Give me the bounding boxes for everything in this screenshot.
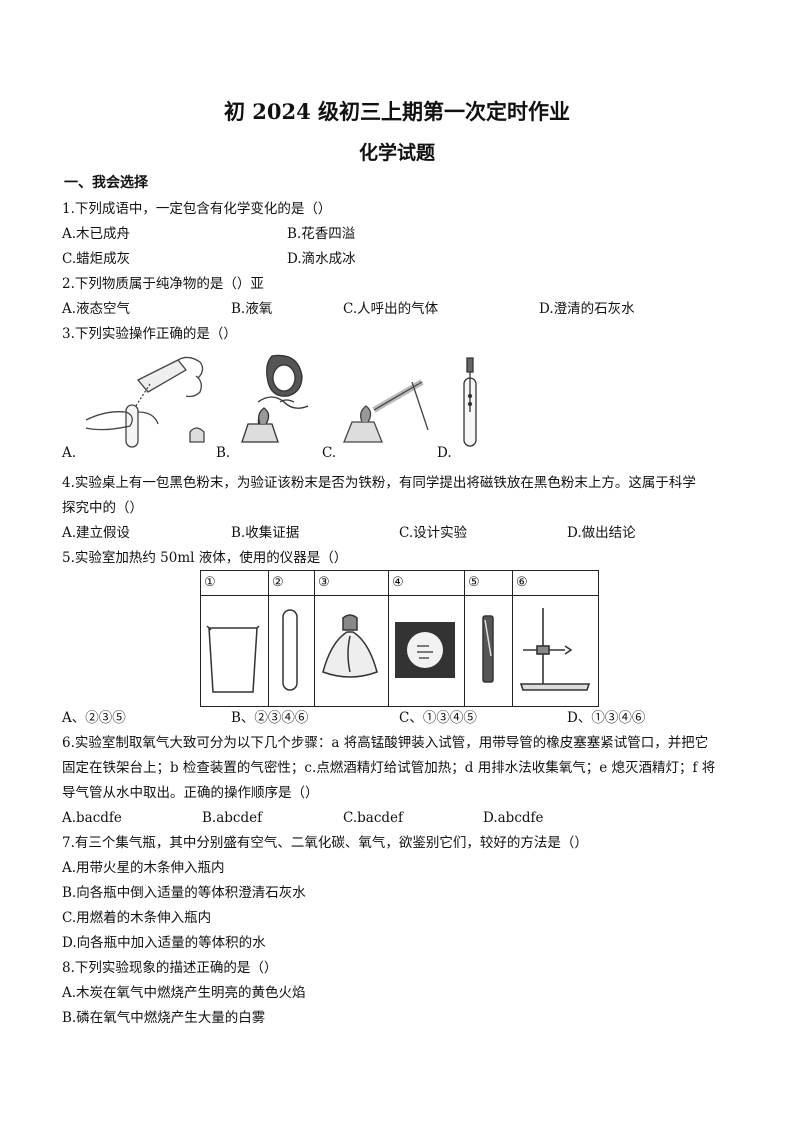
q3-option-c: C.	[322, 445, 337, 461]
q7-option-a: A.用带火星的木条伸入瓶内	[62, 860, 225, 876]
apparatus-number: ②	[268, 570, 315, 596]
apparatus-number: ⑤	[464, 570, 513, 596]
q4-stem-line-1: 4.实验桌上有一包黑色粉末，为验证该粉末是否为铁粉，有同学提出将磁铁放在黑色粉末…	[62, 475, 696, 491]
q7-option-b: B.向各瓶中倒入适量的等体积澄清石灰水	[62, 885, 306, 901]
q5-option-b: B、②③④⑥	[231, 710, 309, 726]
alcohol-lamp-cell	[314, 595, 389, 707]
q4-option-a: A.建立假设	[62, 525, 131, 541]
q1-option-b: B.花香四溢	[287, 226, 356, 242]
beaker-cell	[200, 595, 269, 707]
asbestos-gauze-cell	[388, 595, 465, 707]
q6-option-a: A.bacdfe	[62, 810, 122, 826]
exam-subtitle: 化学试题	[358, 142, 435, 164]
q5-stem: 5.实验室加热约 50ml 液体，使用的仪器是（）	[62, 550, 348, 566]
section-heading: 一、我会选择	[64, 175, 148, 191]
q3-option-b: B.	[216, 445, 231, 461]
alcohol-lamp-icon	[322, 614, 378, 678]
q4-option-b: B.收集证据	[231, 525, 300, 541]
heating-test-tube-illustration	[343, 379, 429, 443]
smelling-gas-illustration	[241, 354, 309, 443]
q2-option-a: A.液态空气	[62, 301, 131, 317]
q6-stem-line-3: 导气管从水中取出。正确的操作顺序是（）	[62, 785, 319, 801]
q6-stem-line-1: 6.实验室制取氧气大致可分为以下几个步骤：a 将高锰酸钾装入试管，用带导管的橡皮…	[62, 735, 709, 751]
iron-stand-cell	[512, 595, 599, 707]
test-tube-holder-icon	[482, 615, 494, 683]
q8-stem: 8.下列实验现象的描述正确的是（）	[62, 960, 278, 976]
exam-title: 初 2024 级初三上期第一次定时作业	[223, 99, 571, 124]
beaker-icon	[206, 625, 260, 693]
q6-option-c: C.bacdef	[343, 810, 404, 826]
q5-option-c: C、①③④⑤	[399, 710, 477, 726]
apparatus-number: ④	[388, 570, 465, 596]
q3-stem: 3.下列实验操作正确的是（）	[62, 326, 237, 342]
q8-option-a: A.木炭在氧气中燃烧产生明亮的黄色火焰	[62, 985, 306, 1001]
pouring-liquid-illustration	[85, 356, 205, 448]
dropper-in-test-tube-illustration	[463, 357, 477, 447]
q7-stem: 7.有三个集气瓶，其中分别盛有空气、二氧化碳、氧气，欲鉴别它们，较好的方法是（）	[62, 835, 588, 851]
q6-option-d: D.abcdfe	[483, 810, 544, 826]
test-tube-cell	[268, 595, 315, 707]
q4-stem-line-2: 探究中的（）	[62, 500, 143, 516]
q1-stem: 1.下列成语中，一定包含有化学变化的是（）	[62, 201, 332, 217]
q2-option-c: C.人呼出的气体	[343, 301, 439, 317]
q6-stem-line-2: 固定在铁架台上；b 检查装置的气密性；c.点燃酒精灯给试管加热；d 用排水法收集…	[62, 760, 716, 776]
apparatus-number: ③	[314, 570, 389, 596]
asbestos-gauze-icon	[395, 622, 455, 678]
q1-option-a: A.木已成舟	[62, 226, 131, 242]
q6-option-b: B.abcdef	[202, 810, 263, 826]
q2-stem: 2.下列物质属于纯净物的是（）亚	[62, 276, 264, 292]
q3-option-d: D.	[437, 445, 452, 461]
q4-option-d: D.做出结论	[567, 525, 636, 541]
q1-option-d: D.滴水成冰	[287, 251, 356, 267]
test-tube-holder-cell	[464, 595, 513, 707]
q3-option-a: A.	[62, 445, 77, 461]
q7-option-c: C.用燃着的木条伸入瓶内	[62, 910, 212, 926]
iron-stand-icon	[519, 608, 591, 691]
q5-option-a: A、②③⑤	[62, 710, 126, 726]
q7-option-d: D.向各瓶中加入适量的等体积的水	[62, 935, 266, 951]
q8-option-b: B.磷在氧气中燃烧产生大量的白雾	[62, 1010, 266, 1026]
q2-option-b: B.液氧	[231, 301, 273, 317]
apparatus-number: ①	[200, 570, 269, 596]
q2-option-d: D.澄清的石灰水	[539, 301, 635, 317]
q5-option-d: D、①③④⑥	[567, 710, 646, 726]
q4-option-c: C.设计实验	[399, 525, 468, 541]
test-tube-icon	[282, 609, 298, 691]
apparatus-table: ① ② ③ ④ ⑤ ⑥	[200, 570, 599, 707]
q1-option-c: C.蜡炬成灰	[62, 251, 131, 267]
apparatus-number: ⑥	[512, 570, 599, 596]
